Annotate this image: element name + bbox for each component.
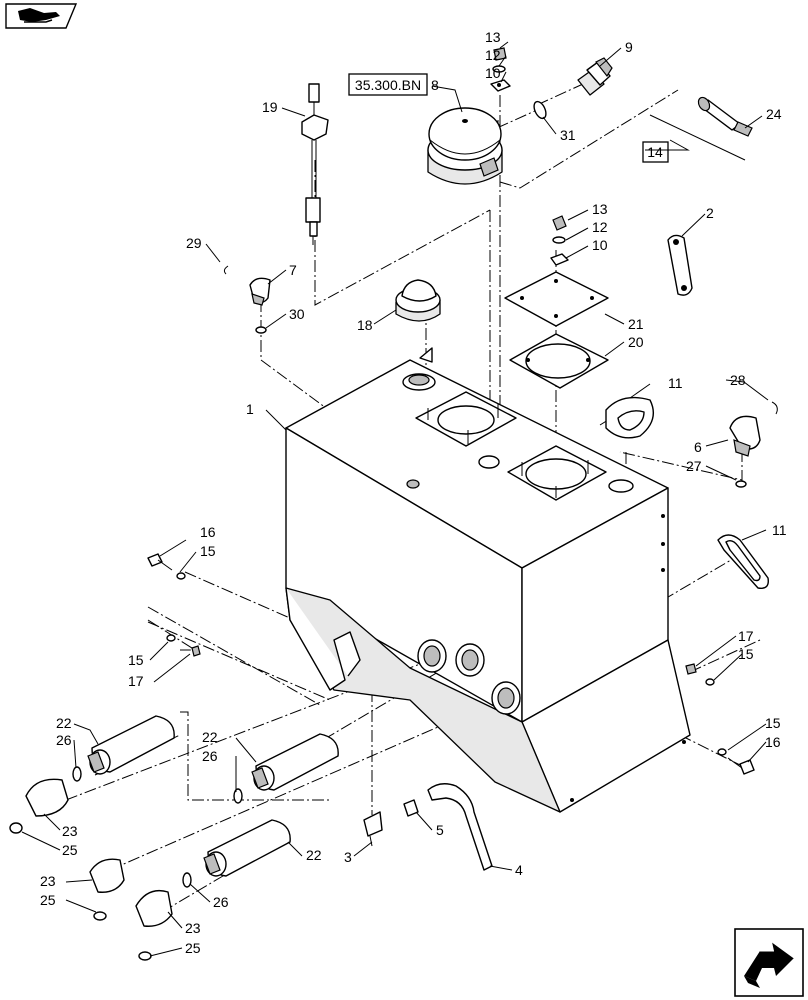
- callout-10b: 10: [592, 237, 608, 253]
- callout-15d: 15: [765, 715, 781, 731]
- callout-17b: 17: [738, 628, 754, 644]
- callout-26a: 26: [56, 732, 72, 748]
- filter-part-22-mid: [251, 733, 339, 791]
- hydraulic-tank-part-1: [285, 347, 691, 813]
- cap-part-18: [395, 279, 441, 322]
- callout-16b: 16: [765, 734, 781, 750]
- hose-part-4: [427, 783, 493, 871]
- callout-18: 18: [357, 317, 373, 333]
- o-ring-part-26-c: [182, 872, 192, 888]
- o-ring-part-25-a: [9, 822, 23, 834]
- callout-8: 8: [431, 77, 439, 93]
- level-sender-part-19: [301, 83, 329, 245]
- callout-21: 21: [628, 316, 644, 332]
- callout-25b: 25: [40, 892, 56, 908]
- callout-27: 27: [686, 458, 702, 474]
- section-reference-label: 35.300.BN: [355, 77, 421, 93]
- callout-30: 30: [289, 306, 305, 322]
- callout-25c: 25: [185, 940, 201, 956]
- callout-16a: 16: [200, 524, 216, 540]
- fitting-part-9: [577, 57, 613, 96]
- elbow-fitting-part-6: [729, 415, 761, 457]
- callout-4: 4: [515, 862, 523, 878]
- next-page-arrow-icon[interactable]: [734, 928, 804, 997]
- filter-part-22-low: [203, 819, 291, 877]
- book-hand-icon[interactable]: [5, 3, 78, 29]
- elbow-fitting-part-7: [249, 277, 271, 306]
- bracket-part-2: [667, 234, 693, 296]
- elbow-part-23-b: [89, 858, 125, 893]
- o-ring-part-25-c: [138, 951, 152, 961]
- callout-10a: 10: [485, 65, 501, 81]
- o-ring-part-31: [533, 100, 547, 120]
- o-ring-part-30: [255, 326, 267, 334]
- nut-part-17-a: [191, 645, 201, 657]
- callout-7: 7: [289, 262, 297, 278]
- callout-15b: 15: [128, 652, 144, 668]
- washer-part-15-b: [166, 634, 176, 642]
- callout-23a: 23: [62, 823, 78, 839]
- callout-reference-label: 14: [647, 144, 663, 160]
- elbow-part-23-a: [25, 778, 69, 817]
- callout-13b: 13: [592, 201, 608, 217]
- callout-9: 9: [625, 39, 633, 55]
- section-reference-box[interactable]: 35.300.BN: [348, 73, 428, 96]
- fitting-part-5: [403, 799, 419, 817]
- callout-15a: 15: [200, 543, 216, 559]
- elbow-part-23-c: [135, 889, 173, 927]
- callout-28: 28: [730, 372, 746, 388]
- callout-20: 20: [628, 334, 644, 350]
- hardware-stack-lower: [550, 215, 569, 266]
- callout-23c: 23: [185, 920, 201, 936]
- callout-17a: 17: [128, 673, 144, 689]
- valve-part-3: [363, 811, 383, 847]
- callout-2: 2: [706, 205, 714, 221]
- callout-22a: 22: [56, 715, 72, 731]
- leader-lines: [21, 41, 769, 957]
- nut-part-17-b: [685, 663, 697, 675]
- o-ring-part-25-b: [93, 911, 107, 921]
- filler-cap-part-8: [427, 107, 503, 185]
- callout-13a: 13: [485, 29, 501, 45]
- callout-31: 31: [560, 127, 576, 143]
- washer-part-15-d: [717, 748, 727, 756]
- callout-12a: 12: [485, 47, 501, 63]
- filter-part-22-left: [87, 715, 175, 775]
- callout-11a: 11: [668, 375, 683, 391]
- o-ring-part-29: [223, 265, 229, 275]
- callout-25a: 25: [62, 842, 78, 858]
- callout-22c: 22: [306, 847, 322, 863]
- o-ring-part-26-b: [233, 788, 243, 804]
- callout-22b: 22: [202, 729, 218, 745]
- o-ring-part-27: [735, 480, 747, 488]
- callout-5: 5: [436, 822, 444, 838]
- washer-part-15-c: [705, 678, 715, 686]
- gasket-part-20: [509, 333, 609, 389]
- grommet-part-11-upper: [605, 396, 654, 439]
- o-ring-part-26-a: [72, 766, 82, 782]
- callout-reference-box[interactable]: 14: [642, 141, 669, 163]
- washer-part-15-a: [176, 572, 186, 580]
- sensor-part-24: [649, 96, 753, 161]
- grommet-part-11-right: [717, 534, 769, 589]
- callout-26b: 26: [202, 748, 218, 764]
- callout-24: 24: [766, 106, 782, 122]
- callout-1: 1: [246, 401, 254, 417]
- bolt-part-16-lower: [727, 757, 755, 775]
- callout-15c: 15: [738, 646, 754, 662]
- bolt-part-16-upper: [147, 553, 173, 571]
- o-ring-part-28: [771, 401, 778, 415]
- callout-12b: 12: [592, 219, 608, 235]
- callout-19: 19: [262, 99, 278, 115]
- callout-labels: 13 12 10 9 8 31 24 19 29 7 30 2 13 12 10…: [40, 29, 787, 956]
- callout-29: 29: [186, 235, 202, 251]
- callout-3: 3: [344, 849, 352, 865]
- callout-23b: 23: [40, 873, 56, 889]
- callout-26c: 26: [213, 894, 229, 910]
- callout-6: 6: [694, 439, 702, 455]
- callout-11b: 11: [772, 522, 787, 538]
- cover-plate-part-21: [504, 271, 609, 327]
